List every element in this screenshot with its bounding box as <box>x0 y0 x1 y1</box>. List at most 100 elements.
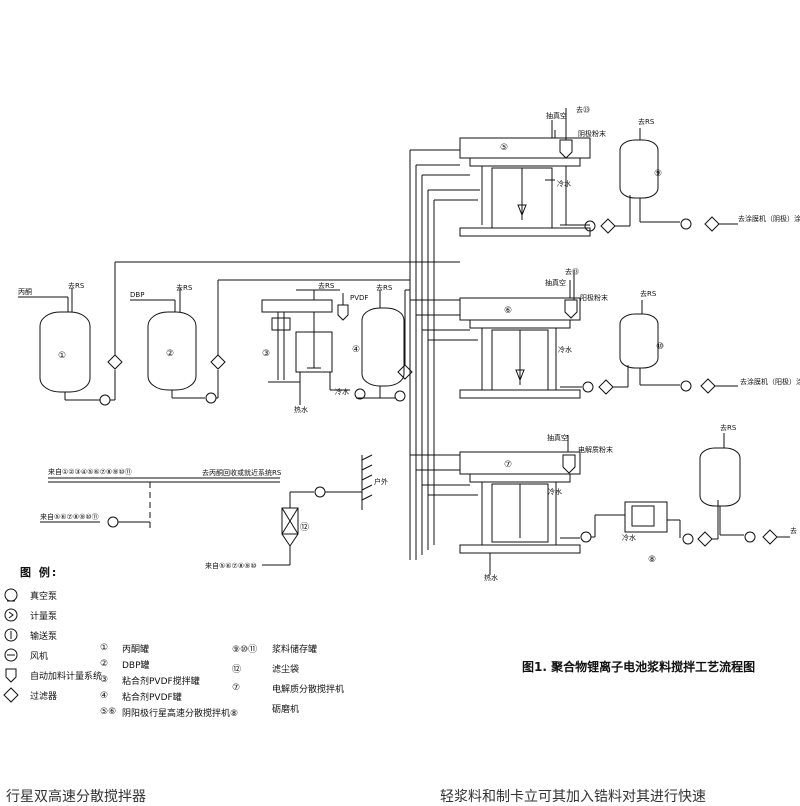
mixer-3-top <box>261 299 333 313</box>
fan-2 <box>314 486 326 498</box>
legend-symbol-fan: 风机 <box>2 646 48 664</box>
outlet-23: 去㉓ <box>576 105 590 114</box>
legend-symbol-auto-metering: 自动加料计量系统 <box>2 666 102 684</box>
outlet-rs-6: 去RS <box>640 289 657 298</box>
legend-equip-1: ① 丙酮罐 <box>100 643 150 655</box>
pump-10 <box>680 380 692 392</box>
source-line-3: 来自⑤⑥⑦⑧⑨⑩ <box>205 561 257 570</box>
legend-equip-2: ② DBP罐 <box>100 659 150 671</box>
label-cold-water-2: 冷水 <box>558 345 572 354</box>
legend-equip-3: ③ 粘合剂PVDF搅拌罐 <box>100 675 200 687</box>
filter-11 <box>762 529 778 545</box>
legend-equip-12: ⑫ 滤尘袋 <box>232 664 300 675</box>
label-cathode-powder: 阴极粉末 <box>578 129 606 138</box>
metering-pump-icon <box>4 608 18 622</box>
outlet-rs-5: 去RS <box>638 117 655 126</box>
auto-metering-5 <box>559 139 573 159</box>
legend-equip-grinder: 砺磨机 <box>272 704 300 715</box>
legend-equip-5: ⑤⑥ 阴阳极行星高速分散搅拌机⑧ <box>100 707 239 719</box>
outlet-rs-right: 去 <box>790 526 797 535</box>
pump-6 <box>582 381 594 393</box>
label-pvdf: PVDF <box>350 294 368 302</box>
outlet-13: 去⑬ <box>565 267 579 276</box>
grinder-8 <box>624 501 668 533</box>
filter-6 <box>598 379 614 395</box>
outlet-rs-3: 去RS <box>318 281 335 290</box>
outlet-outdoor: 户外 <box>374 477 388 486</box>
legend-symbol-transfer-pump: 输送泵 <box>2 626 57 644</box>
dust-bag-12 <box>281 507 299 535</box>
filter-8 <box>697 531 713 547</box>
legend-equip-4: ④ 粘合剂PVDF罐 <box>100 691 182 703</box>
input-dbp: DBP <box>130 291 144 299</box>
pump-4 <box>354 388 366 400</box>
legend-symbol-filter: 过滤器 <box>2 686 57 704</box>
tank-11 <box>699 447 741 507</box>
legend: 图 例: 真空泵 计量泵 输送泵 风机 自动加料计量系统 过滤器 ① 丙酮罐 ②… <box>0 560 520 760</box>
tank-9 <box>619 139 659 199</box>
filter-2 <box>210 354 226 370</box>
label-cold-water-5: 冷水 <box>335 387 349 396</box>
label-cold-water-1: 冷水 <box>557 179 571 188</box>
outlet-rs-4: 去RS <box>376 283 393 292</box>
equip-num-10: ⑩ <box>656 342 664 352</box>
auto-metering-6 <box>564 299 578 319</box>
label-vacuum-2: 抽真空 <box>545 278 566 287</box>
filter-9 <box>704 216 720 232</box>
transfer-pump-icon <box>4 628 18 642</box>
figure-title: 图1. 聚合物锂离子电池浆料搅拌工艺流程图 <box>522 660 756 674</box>
label-electrolyte-powder: 电解质粉末 <box>578 445 613 454</box>
pump-4b <box>394 390 406 402</box>
vacuum-pump-icon <box>4 588 18 602</box>
auto-metering-7 <box>562 454 576 474</box>
label-cold-water-3: 冷水 <box>548 487 562 496</box>
pump-8 <box>682 533 694 545</box>
pump-7 <box>580 531 592 543</box>
source-line-2: 来自⑤⑥⑦⑧⑨⑩⑪ <box>40 512 99 521</box>
legend-symbol-metering-pump: 计量泵 <box>2 606 57 624</box>
equip-num-8: ⑧ <box>648 555 656 565</box>
tank-10 <box>619 313 659 369</box>
pump-1 <box>99 394 111 406</box>
mixer-6-head <box>459 297 581 321</box>
label-anode-powder: 阳极粉末 <box>580 293 608 302</box>
auto-metering-3 <box>337 304 349 321</box>
filter-1 <box>107 354 123 370</box>
outlet-rs-2: 去RS <box>176 283 193 292</box>
filter-icon <box>3 687 19 703</box>
outlet-recovery: 去丙酮回收或就近系统RS <box>202 468 282 477</box>
outlet-anode: 去涂膜机（阳极）涂布头 <box>740 377 800 386</box>
equip-num-7: ⑦ <box>504 460 512 470</box>
legend-title: 图 例: <box>20 566 59 579</box>
pump-9 <box>680 218 692 230</box>
filter-4 <box>397 364 413 380</box>
input-acetone: 丙酮 <box>18 288 32 296</box>
bottom-left-text: 行星双高速分散搅拌器 <box>6 789 146 805</box>
bottom-right-text: 轻浆料和制卡立可其加入锆料对其进行快速 <box>440 789 706 805</box>
label-cold-water-4: 冷水 <box>622 533 636 542</box>
label-hot-water-1: 热水 <box>294 405 308 414</box>
tank-pvdf <box>361 307 405 387</box>
filter-10 <box>700 378 716 394</box>
fan-icon <box>4 648 18 662</box>
outlet-rs-1: 去RS <box>68 281 85 290</box>
pump-11 <box>744 531 756 543</box>
label-vacuum-1: 抽真空 <box>546 111 567 120</box>
equip-num-6: ⑥ <box>504 306 512 316</box>
equip-num-9: ⑨ <box>654 169 662 179</box>
fan-1 <box>107 516 119 528</box>
mixer-5-head <box>459 137 591 159</box>
auto-metering-icon <box>5 668 17 683</box>
equip-num-5: ⑤ <box>500 143 508 153</box>
source-line-1: 来自①②③④⑤⑥⑦⑧⑨⑩⑪ <box>48 467 132 476</box>
legend-equip-7: ⑦ 电解质分散搅拌机 <box>232 683 345 695</box>
legend-equip-9-11: ⑨⑩⑪ 浆料储存罐 <box>232 644 318 655</box>
pump-2 <box>205 392 217 404</box>
mixer-7-head <box>459 451 581 475</box>
filter-5 <box>600 218 616 234</box>
equip-num-12: ⑫ <box>300 522 309 533</box>
label-vacuum-3: 抽真空 <box>547 433 568 442</box>
equip-num-3: ③ <box>262 349 270 359</box>
label-hot-water-2: 热水 <box>484 573 498 582</box>
